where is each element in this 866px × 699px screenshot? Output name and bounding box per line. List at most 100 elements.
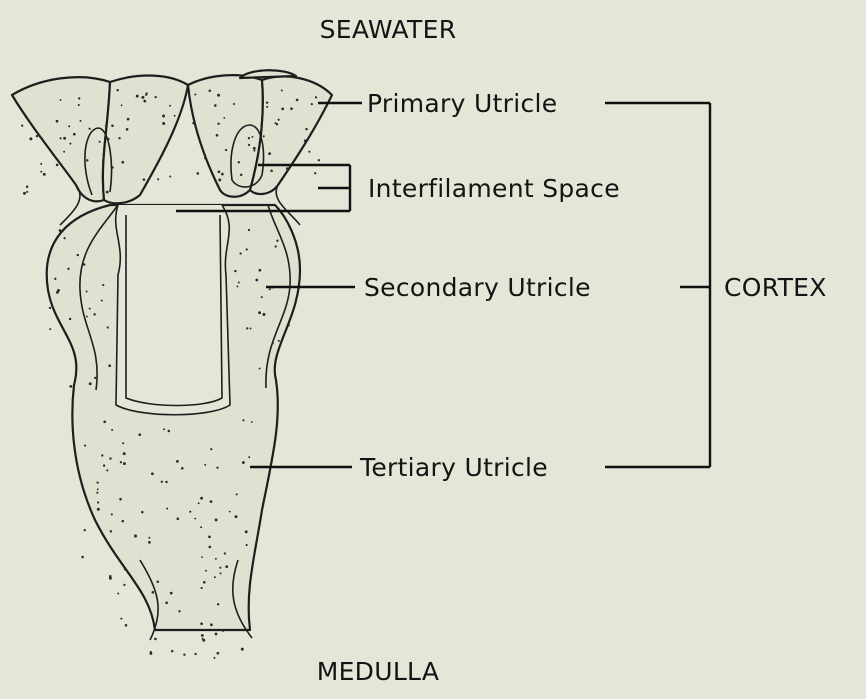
stipple-dot — [126, 128, 129, 131]
stipple-dot — [123, 452, 126, 455]
stipple-dot — [97, 501, 99, 503]
stipple-dot — [109, 577, 112, 580]
stipple-dot — [41, 138, 43, 140]
stipple-dot — [141, 511, 144, 514]
stipple-dot — [200, 497, 203, 500]
stipple-dot — [219, 567, 221, 569]
stipple-dot — [110, 530, 112, 532]
stipple-dot — [108, 138, 110, 140]
stipple-dot — [102, 284, 104, 286]
stipple-dot — [161, 481, 163, 483]
stipple-dot — [103, 420, 106, 423]
stipple-dot — [138, 433, 141, 436]
stipple-dot — [217, 652, 220, 655]
stipple-dot — [275, 245, 277, 247]
tertiary-utricle-label: Tertiary Utricle — [359, 453, 548, 482]
stipple-dot — [214, 104, 217, 107]
stipple-dot — [121, 161, 124, 164]
stipple-dot — [166, 508, 168, 510]
stipple-dot — [169, 105, 171, 107]
stipple-dot — [255, 279, 258, 282]
stipple-dot — [213, 657, 215, 659]
stipple-dot — [276, 240, 278, 242]
stipple-dot — [217, 603, 219, 605]
stipple-dot — [101, 300, 103, 302]
stipple-dot — [215, 518, 218, 521]
stipple-dot — [111, 429, 113, 431]
stipple-dot — [163, 428, 165, 430]
stipple-dot — [171, 650, 173, 652]
stipple-dot — [250, 328, 252, 330]
stipple-dot — [223, 117, 225, 119]
stipple-dot — [218, 178, 221, 181]
stipple-dot — [111, 513, 113, 515]
stipple-dot — [305, 128, 307, 130]
stipple-dot — [81, 556, 84, 559]
stipple-dot — [155, 96, 157, 98]
stipple-dot — [162, 122, 165, 125]
stipple-dot — [111, 166, 113, 168]
stipple-dot — [59, 229, 62, 232]
primary-utricle-label: Primary Utricle — [367, 89, 557, 118]
stipple-dot — [69, 143, 71, 145]
stipple-dot — [308, 151, 310, 153]
stipple-dot — [234, 270, 236, 272]
stipple-dot — [57, 289, 60, 292]
stipple-dot — [165, 481, 167, 483]
stipple-dot — [40, 163, 42, 165]
stipple-dot — [56, 164, 59, 167]
stipple-dot — [208, 546, 211, 549]
stipple-dot — [94, 377, 96, 379]
stipple-dot — [240, 174, 242, 176]
stipple-dot — [296, 99, 299, 102]
stipple-dot — [68, 125, 70, 127]
stipple-dot — [200, 622, 203, 625]
stipple-dot — [266, 106, 268, 108]
stipple-dot — [120, 461, 122, 463]
stipple-dot — [60, 137, 62, 139]
stipple-dot — [236, 493, 238, 495]
stipple-dot — [192, 122, 194, 124]
stipple-dot — [141, 96, 144, 99]
medulla-label: MEDULLA — [317, 657, 440, 686]
stipple-dot — [201, 634, 204, 637]
stipple-dot — [210, 623, 213, 626]
stipple-dot — [204, 157, 206, 159]
stipple-dot — [60, 99, 62, 101]
stipple-dot — [221, 173, 224, 176]
stipple-dot — [278, 119, 280, 121]
stipple-dot — [209, 90, 212, 93]
stipple-dot — [274, 122, 276, 124]
secondary-utricle-label: Secondary Utricle — [364, 273, 591, 302]
stipple-dot — [86, 316, 88, 318]
stipple-dot — [205, 570, 207, 572]
stipple-dot — [63, 237, 65, 239]
stipple-dot — [26, 191, 28, 193]
stipple-dot — [106, 191, 109, 194]
stipple-dot — [96, 492, 98, 494]
seawater-label: SEAWATER — [320, 15, 457, 44]
stipple-dot — [161, 154, 163, 156]
stipple-dot — [109, 457, 111, 459]
stipple-dot — [169, 176, 171, 178]
stipple-dot — [111, 125, 114, 128]
stipple-dot — [246, 544, 248, 546]
stipple-dot — [290, 107, 293, 110]
stipple-dot — [281, 108, 284, 111]
stipple-dot — [162, 115, 165, 118]
stipple-dot — [145, 94, 147, 96]
stipple-dot — [246, 327, 248, 329]
stipple-dot — [178, 610, 180, 612]
stipple-dot — [56, 120, 59, 123]
stipple-dot — [198, 502, 200, 504]
stipple-dot — [134, 535, 137, 538]
stipple-dot — [121, 104, 123, 106]
stipple-dot — [183, 654, 185, 656]
stipple-dot — [149, 652, 152, 655]
stipple-dot — [286, 167, 288, 169]
stipple-dot — [315, 96, 317, 98]
stipple-dot — [210, 448, 212, 450]
stipple-dot — [63, 137, 66, 140]
stipple-dot — [261, 296, 263, 298]
